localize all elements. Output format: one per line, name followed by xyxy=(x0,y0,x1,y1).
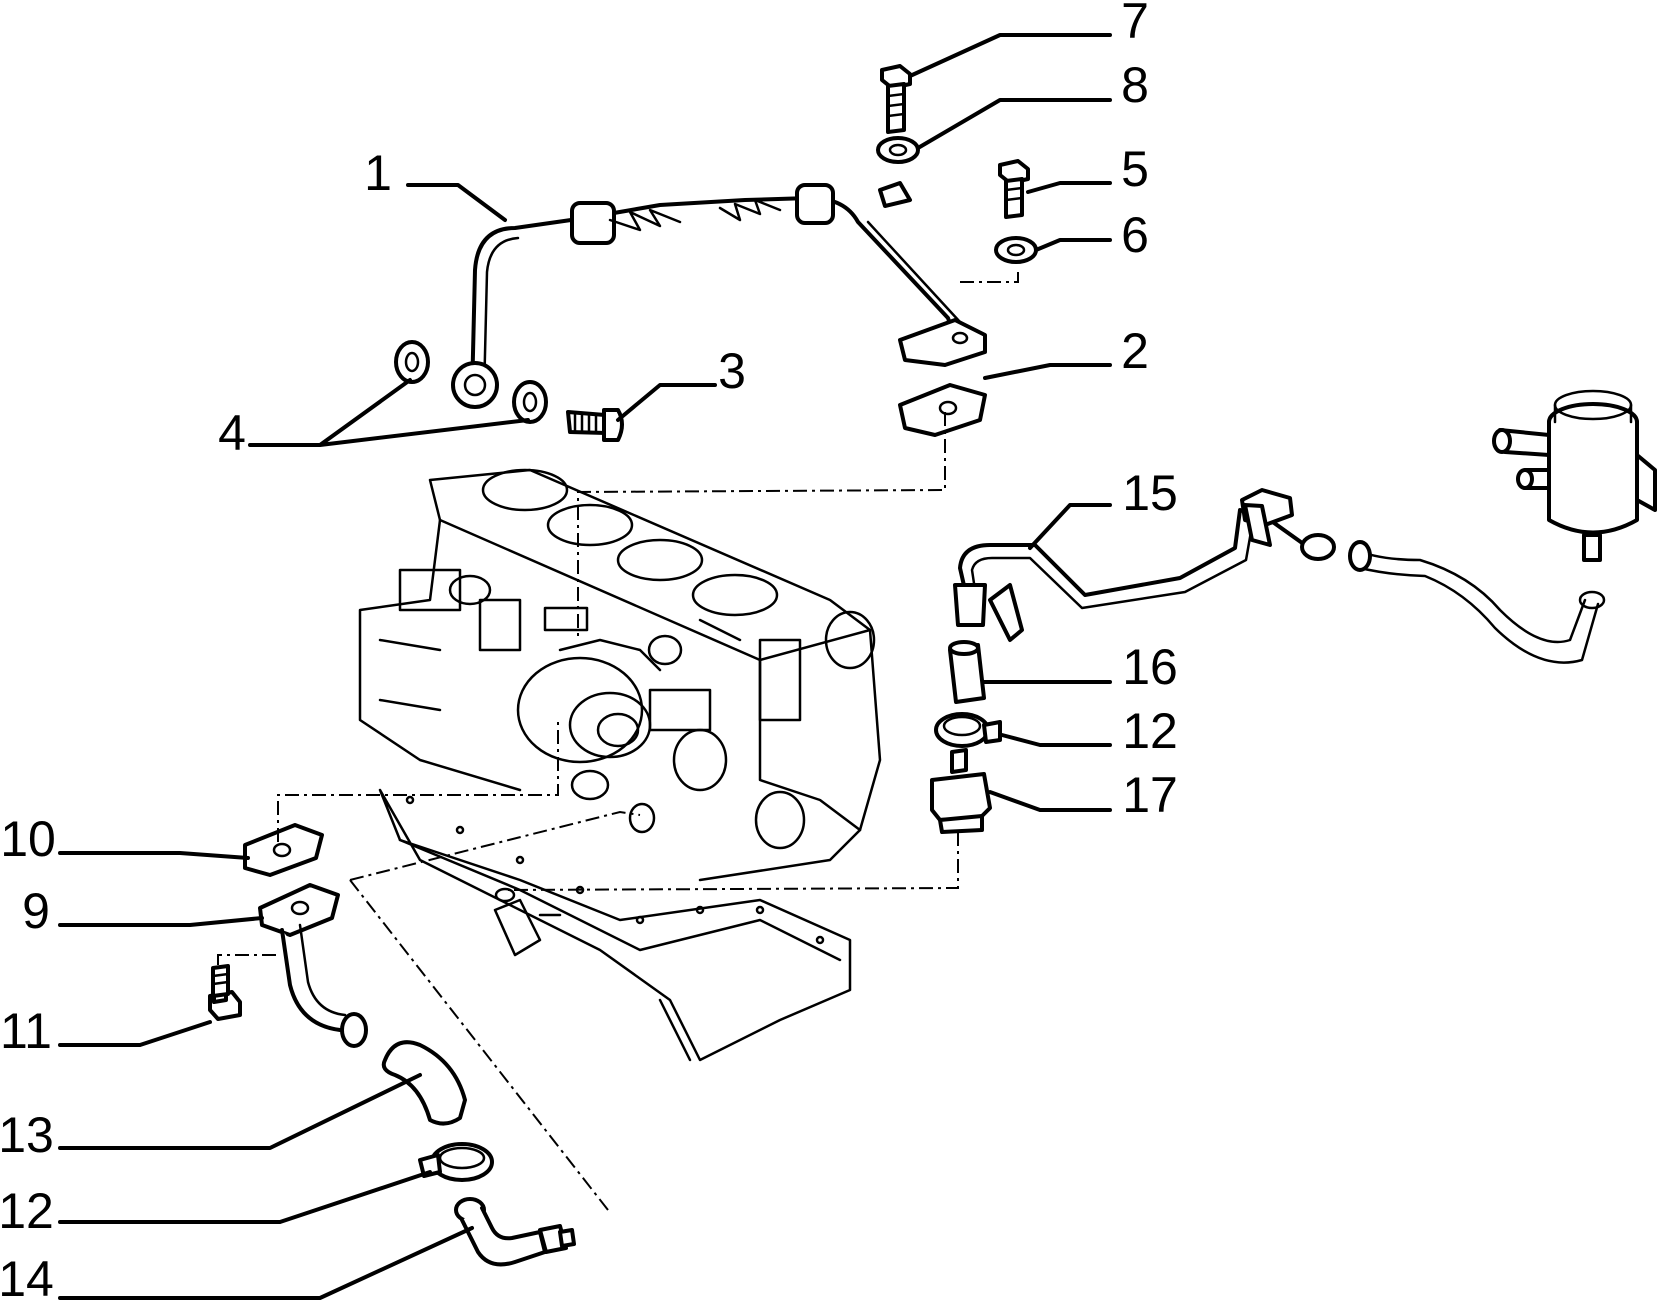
callout-8: 8 xyxy=(1121,57,1149,113)
leader-11 xyxy=(58,1020,212,1047)
callout-14: 14 xyxy=(0,1251,54,1300)
part-1-oil-feed-pipe xyxy=(451,181,987,409)
leader-8 xyxy=(916,98,1112,150)
callout-6: 6 xyxy=(1121,207,1149,263)
leader-12-upper xyxy=(1000,733,1112,747)
part-4-sealing-washers xyxy=(394,340,548,424)
part-5-bolt xyxy=(998,159,1030,219)
callout-10: 10 xyxy=(0,811,56,867)
callout-3: 3 xyxy=(718,343,746,399)
leader-9 xyxy=(58,916,264,927)
part-6-washer xyxy=(994,236,1038,264)
callout-16: 16 xyxy=(1122,639,1178,695)
callout-9: 9 xyxy=(22,883,50,939)
part-16-hose-sleeve xyxy=(948,640,986,704)
part-14-elbow-fitting xyxy=(454,1197,576,1267)
callout-1: 1 xyxy=(364,145,392,201)
leader-17 xyxy=(988,790,1112,812)
callout-labels: 1 2 3 4 5 6 7 8 9 10 11 12 12 13 14 15 1… xyxy=(0,0,1178,1300)
leader-3 xyxy=(616,383,717,422)
part-15-breather-pipe xyxy=(953,488,1336,642)
assembly-reference-lines xyxy=(217,268,1019,1211)
leader-4 xyxy=(248,378,530,447)
leader-6 xyxy=(1034,238,1112,252)
leader-lines xyxy=(58,33,1112,1300)
part-11-bolt xyxy=(208,964,242,1021)
part-13-rubber-hose xyxy=(381,1040,467,1126)
leader-1 xyxy=(406,183,507,222)
callout-5: 5 xyxy=(1121,141,1149,197)
oil-separator-illustration xyxy=(1348,389,1657,664)
part-9-oil-return-pipe xyxy=(258,883,368,1048)
callout-13: 13 xyxy=(0,1107,54,1163)
part-17-breather-valve xyxy=(930,748,992,834)
leader-14 xyxy=(58,1226,474,1300)
callout-15: 15 xyxy=(1122,465,1178,521)
callout-17: 17 xyxy=(1122,767,1178,823)
part-12-hose-clamp-upper xyxy=(934,712,1002,748)
leader-7 xyxy=(908,33,1112,78)
part-8-washer xyxy=(876,136,920,164)
callout-12-lower: 12 xyxy=(0,1183,54,1239)
callout-11: 11 xyxy=(0,1003,52,1059)
callout-7: 7 xyxy=(1121,0,1149,49)
leader-2 xyxy=(983,363,1112,380)
part-2-gasket xyxy=(898,383,987,437)
part-12-hose-clamp-lower xyxy=(418,1142,494,1182)
callout-4: 4 xyxy=(218,405,246,461)
leader-15 xyxy=(1028,503,1112,550)
callout-2: 2 xyxy=(1121,323,1149,379)
callout-12-upper: 12 xyxy=(1122,703,1178,759)
part-3-banjo-bolt xyxy=(566,408,624,442)
part-7-bolt xyxy=(880,64,912,134)
leader-12-lower xyxy=(58,1170,432,1224)
leader-10 xyxy=(58,851,250,860)
leader-5 xyxy=(1026,181,1112,194)
leader-13 xyxy=(58,1073,422,1150)
part-10-gasket xyxy=(243,823,324,877)
engine-block-illustration xyxy=(358,468,882,1062)
